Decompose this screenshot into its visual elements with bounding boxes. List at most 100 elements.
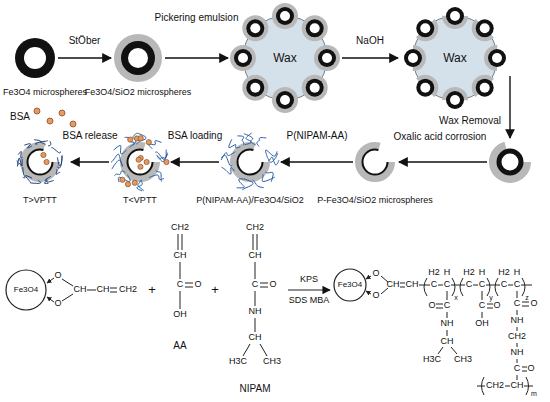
polymer-chain	[266, 150, 277, 157]
silica-shell	[359, 146, 392, 179]
core-remnant	[128, 150, 153, 175]
polymer-chain	[137, 133, 146, 144]
core-center	[280, 11, 290, 21]
magnetic-core	[276, 7, 294, 25]
step-label: BSA release	[60, 130, 119, 142]
chemical-label: NH	[511, 348, 524, 358]
polymer-chain	[114, 171, 125, 176]
etched-silica-shell	[469, 13, 500, 44]
polymer-chain	[229, 139, 241, 147]
particle-circle	[6, 270, 46, 310]
bsa-dot	[164, 159, 169, 164]
polymer-chain	[24, 144, 31, 148]
step-label: StÖber	[67, 35, 103, 47]
core-center	[450, 95, 460, 105]
silica-shell	[314, 45, 340, 71]
core-center	[310, 83, 320, 93]
process-arrow	[71, 161, 109, 162]
bsa-dot	[70, 121, 76, 127]
chemical-label: CH	[74, 285, 87, 295]
polymer-chain	[253, 180, 264, 188]
chemical-label: C	[514, 364, 521, 374]
polymer-chain	[17, 158, 22, 166]
microsphere-node: Fe3O4/SiO2 microspheres	[112, 32, 164, 84]
magnetic-core	[476, 79, 494, 97]
bsa-dot	[132, 180, 137, 185]
polymer-chain	[56, 169, 60, 174]
polymer-chain	[222, 167, 235, 174]
coordination-arrow	[366, 291, 371, 294]
polymer-chain	[23, 167, 25, 178]
process-arrow	[509, 76, 510, 138]
process-arrow	[342, 57, 398, 58]
chemical-label: OH	[173, 310, 187, 320]
polymer-chain	[57, 156, 62, 169]
step-label: Pickering emulsion	[153, 12, 241, 24]
magnetic-core	[416, 19, 434, 37]
bsa-dot	[138, 136, 143, 141]
coordination-arrow	[47, 297, 54, 302]
silica-shell	[124, 146, 157, 179]
magnetic-core	[246, 19, 264, 37]
polymer-chain	[114, 145, 127, 154]
particle-circle	[334, 269, 366, 301]
chemical-label: CH	[406, 280, 419, 290]
node-caption: Fe3O4/SiO2 microspheres	[85, 87, 192, 98]
node-shape	[112, 32, 164, 84]
silica-shell	[302, 75, 328, 101]
chemical-label: CH2	[119, 285, 137, 295]
bsa-dot	[41, 152, 46, 157]
magnetic-core	[276, 91, 294, 109]
polymer-chain	[262, 174, 274, 181]
silica-shell	[234, 146, 267, 179]
chemical-label: O	[54, 299, 61, 309]
etched-silica-shell	[486, 47, 508, 69]
step-label: BSA	[10, 111, 30, 122]
chemical-label: O	[493, 301, 500, 311]
chemical-label: CH2	[246, 223, 264, 233]
node-shape	[13, 36, 57, 80]
polymer-chain	[257, 138, 266, 147]
magnetic-core	[404, 49, 422, 67]
chemical-label: O	[194, 280, 201, 290]
chemical-label: H	[514, 268, 521, 278]
chemical-label: C	[514, 280, 521, 290]
polymer-chain	[111, 154, 122, 166]
etched-silica-shell	[493, 145, 527, 179]
node-caption: P-Fe3O4/SiO2 microspheres	[317, 195, 433, 206]
magnetic-core	[121, 41, 155, 75]
process-arrow	[399, 161, 487, 162]
node-shape	[354, 141, 396, 183]
node-caption: P(NIPAM-AA)/Fe3O4/SiO2	[196, 195, 303, 206]
chemical-label: NH	[511, 316, 524, 326]
chemical-label: H	[479, 268, 486, 278]
chemical-label: Fe3O4	[14, 286, 38, 295]
core-center	[480, 83, 490, 93]
magnetic-core	[499, 151, 521, 173]
magnetic-core	[446, 91, 464, 109]
chemical-label: CH2	[486, 381, 504, 391]
core-center	[238, 53, 248, 63]
step-label: Oxalic acid corrosion	[394, 131, 487, 142]
silica-shell	[242, 15, 268, 41]
polymer-chain	[221, 152, 235, 160]
chemical-label: H2	[428, 268, 440, 278]
chemical-label: CH	[249, 251, 262, 261]
chemical-label: NH	[249, 307, 262, 317]
core-center	[280, 95, 290, 105]
core-center	[492, 53, 502, 63]
core-center	[24, 47, 46, 69]
node-caption: T<VPTT	[123, 195, 157, 206]
chemical-label: CH	[174, 251, 187, 261]
etched-silica-shell	[444, 5, 466, 27]
core-center	[250, 23, 260, 33]
core-remnant	[238, 150, 263, 175]
chemical-bonds	[62, 234, 533, 386]
polymer-chain	[118, 175, 130, 182]
step-label: P(NIPAM-AA)	[285, 130, 350, 142]
process-arrow	[171, 161, 219, 162]
magnetic-core	[488, 49, 506, 67]
step-label: BSA loading	[166, 130, 225, 142]
chemical-label: +	[211, 283, 219, 297]
